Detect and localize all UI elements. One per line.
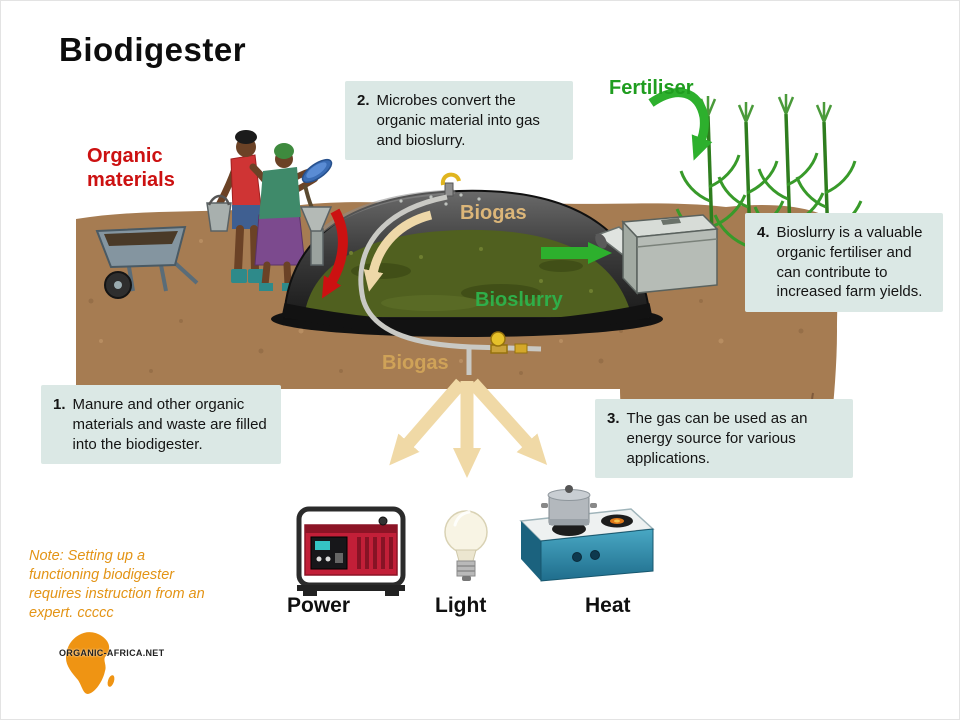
callout-2-number: 2. [357, 92, 370, 109]
callout-2-text: Microbes convert the organic material in… [376, 92, 540, 149]
callout-4-text: Bioslurry is a valuable organic fertilis… [776, 224, 923, 301]
africa-logo-shape [66, 632, 115, 694]
bioslurry-label: Bioslurry [475, 289, 563, 311]
biogas-bottom-label: Biogas [382, 352, 449, 374]
cream-biogas-arrows [389, 378, 548, 478]
callout-1-text: Manure and other organic materials and w… [72, 396, 267, 453]
expert-note: Note: Setting up a functioning biodigest… [29, 548, 205, 621]
power-label: Power [287, 594, 351, 617]
headscarf [274, 143, 294, 159]
light-label: Light [435, 594, 487, 617]
biogas-pipe [358, 194, 542, 375]
inlet-funnel [299, 206, 333, 266]
cream-circulation-arrow [363, 210, 433, 292]
stove-icon [519, 485, 655, 582]
callout-4: 4. Bioslurry is a valuable organic ferti… [745, 213, 943, 313]
gas-valve-icon [440, 172, 461, 197]
generator-icon [296, 506, 406, 596]
callout-3: 3. The gas can be used as an energy sour… [595, 399, 853, 479]
heat-label: Heat [585, 594, 631, 617]
callout-3-number: 3. [607, 410, 620, 427]
person-man [206, 130, 277, 283]
biogas-top-label: Biogas [460, 202, 527, 224]
red-inflow-arrow [321, 208, 348, 299]
callout-2: 2. Microbes convert the organic material… [345, 81, 573, 161]
fertiliser-label: Fertiliser [609, 77, 694, 99]
callout-1: 1. Manure and other organic materials an… [41, 385, 281, 465]
callout-3-text: The gas can be used as an energy source … [626, 410, 808, 467]
callout-4-number: 4. [757, 224, 770, 241]
lightbulb-icon [444, 510, 488, 581]
basin-icon [301, 158, 333, 184]
green-fertiliser-arrow [648, 88, 713, 161]
organic-africa-logo-text: ORGANIC-AFRICA.NET [59, 648, 165, 658]
pour-stream [303, 184, 314, 209]
organic-materials-label: Organic materials [87, 145, 175, 191]
pot-icon [541, 485, 597, 526]
person-woman [254, 143, 333, 291]
callout-1-number: 1. [53, 396, 66, 413]
biodigester-dome [271, 172, 663, 337]
page-title: Biodigester [59, 31, 247, 68]
bucket-icon [206, 202, 232, 232]
wheelbarrow-icon [95, 225, 199, 299]
outlet-tank [595, 214, 719, 295]
gas-valve-icon [490, 331, 528, 354]
